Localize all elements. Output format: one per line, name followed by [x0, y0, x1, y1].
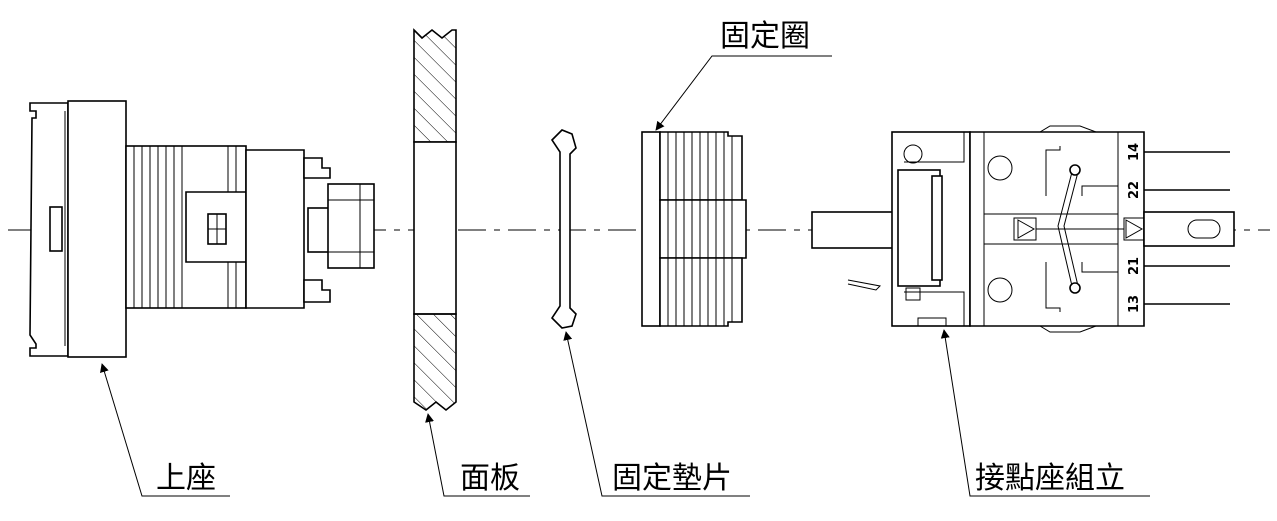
fixing-washer-part: [550, 129, 577, 329]
label-fixing-ring: 固定圈: [720, 19, 810, 54]
contact-block-part: 14 22 21 13: [811, 125, 1235, 333]
terminal-label-13: 13: [1127, 295, 1142, 313]
leader-lines: [100, 55, 1150, 497]
label-panel: 面板: [460, 461, 520, 496]
ring-knurl-lines: [667, 132, 733, 326]
terminal-label-22: 22: [1127, 181, 1142, 199]
thread-lines: [133, 146, 237, 308]
terminal-pins: [1144, 151, 1230, 305]
upper-seat-part: [29, 100, 375, 358]
label-contact-block: 接點座組立: [975, 461, 1125, 496]
label-fixing-washer: 固定墊片: [612, 461, 732, 496]
panel-part: [413, 28, 457, 412]
fixing-ring-part: [641, 131, 747, 327]
terminal-label-14: 14: [1127, 143, 1142, 161]
label-upper-seat: 上座: [156, 461, 216, 496]
terminal-label-21: 21: [1127, 257, 1142, 275]
